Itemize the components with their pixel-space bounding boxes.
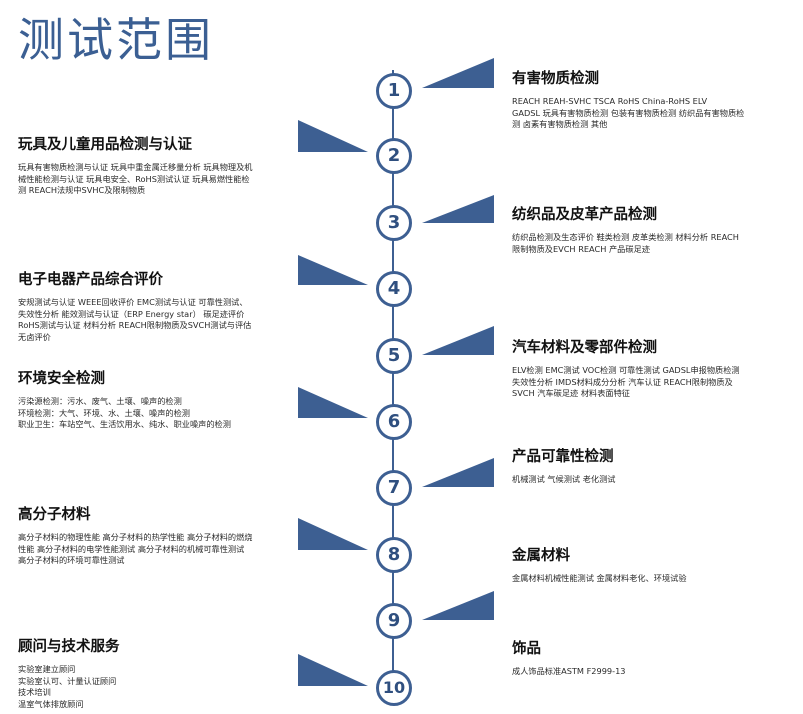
page-title: 测试范围 bbox=[18, 13, 214, 67]
step-number-3: 3 bbox=[376, 205, 412, 241]
section-title: 有害物质检测 bbox=[512, 71, 599, 87]
wedge-2 bbox=[298, 120, 368, 152]
section-title: 玩具及儿童用品检测与认证 bbox=[18, 137, 192, 153]
step-number-5: 5 bbox=[376, 338, 412, 374]
wedge-8 bbox=[298, 518, 368, 550]
step-number-7: 7 bbox=[376, 470, 412, 506]
section-consulting: 顾问与技术服务 实验室建立顾问 实验室认可、计量认证顾问 技术培训 温室气体排放… bbox=[18, 638, 308, 710]
step-number-8: 8 bbox=[376, 537, 412, 573]
section-body: ELV检测 EMC测试 VOC检测 可靠性测试 GADSL申报物质检测 失效性分… bbox=[512, 365, 740, 398]
section-body: 纺织品检测及生态评价 鞋类检测 皮革类检测 材料分析 REACH 限制物质及EV… bbox=[512, 232, 739, 254]
wedge-1 bbox=[422, 58, 494, 88]
step-number-10: 10 bbox=[376, 670, 412, 706]
wedge-7 bbox=[422, 458, 494, 487]
section-textile-leather: 纺织品及皮革产品检测 纺织品检测及生态评价 鞋类检测 皮革类检测 材料分析 RE… bbox=[512, 206, 797, 255]
step-number-6: 6 bbox=[376, 404, 412, 440]
wedge-3 bbox=[422, 195, 494, 223]
step-number-1: 1 bbox=[376, 73, 412, 109]
section-toys-children: 玩具及儿童用品检测与认证 玩具有害物质检测与认证 玩具中重金属迁移量分析 玩具物… bbox=[18, 136, 308, 197]
section-metal-materials: 金属材料 金属材料机械性能测试 金属材料老化、环境试验 bbox=[512, 547, 797, 585]
section-title: 高分子材料 bbox=[18, 507, 91, 523]
wedge-6 bbox=[298, 387, 368, 418]
wedge-10 bbox=[298, 654, 368, 686]
section-body: 玩具有害物质检测与认证 玩具中重金属迁移量分析 玩具物理及机 械性能检测与认证 … bbox=[18, 162, 253, 195]
section-environment: 环境安全检测 污染源检测：污水、废气、土壤、噪声的检测 环境检测：大气、环境、水… bbox=[18, 370, 308, 431]
section-title: 环境安全检测 bbox=[18, 371, 105, 387]
step-number-4: 4 bbox=[376, 271, 412, 307]
section-title: 电子电器产品综合评价 bbox=[18, 272, 163, 288]
section-electronics: 电子电器产品综合评价 安规测试与认证 WEEE回收评价 EMC测试与认证 可靠性… bbox=[18, 271, 308, 343]
wedge-4 bbox=[298, 255, 368, 285]
step-number-2: 2 bbox=[376, 138, 412, 174]
section-jewelry: 饰品 成人饰品标准ASTM F2999-13 bbox=[512, 640, 797, 678]
section-title: 产品可靠性检测 bbox=[512, 449, 614, 465]
step-number-9: 9 bbox=[376, 603, 412, 639]
section-polymer-materials: 高分子材料 高分子材料的物理性能 高分子材料的热学性能 高分子材料的燃烧 性能 … bbox=[18, 506, 308, 567]
section-hazardous-substances: 有害物质检测 REACH REAH-SVHC TSCA RoHS China-R… bbox=[512, 70, 797, 131]
section-title: 金属材料 bbox=[512, 548, 570, 564]
section-body: 污染源检测：污水、废气、土壤、噪声的检测 环境检测：大气、环境、水、土壤、噪声的… bbox=[18, 396, 231, 429]
wedge-9 bbox=[422, 591, 494, 620]
section-title: 纺织品及皮革产品检测 bbox=[512, 207, 657, 223]
section-title: 顾问与技术服务 bbox=[18, 639, 120, 655]
section-body: 安规测试与认证 WEEE回收评价 EMC测试与认证 可靠性测试、 失效性分析 能… bbox=[18, 297, 252, 342]
section-body: 成人饰品标准ASTM F2999-13 bbox=[512, 666, 626, 676]
section-body: 高分子材料的物理性能 高分子材料的热学性能 高分子材料的燃烧 性能 高分子材料的… bbox=[18, 532, 253, 565]
section-body: REACH REAH-SVHC TSCA RoHS China-RoHS ELV… bbox=[512, 96, 745, 129]
section-automotive: 汽车材料及零部件检测 ELV检测 EMC测试 VOC检测 可靠性测试 GADSL… bbox=[512, 339, 797, 400]
section-title: 汽车材料及零部件检测 bbox=[512, 340, 657, 356]
section-title: 饰品 bbox=[512, 641, 541, 657]
section-reliability: 产品可靠性检测 机械测试 气候测试 老化测试 bbox=[512, 448, 797, 486]
section-body: 实验室建立顾问 实验室认可、计量认证顾问 技术培训 温室气体排放顾问 bbox=[18, 664, 117, 709]
wedge-5 bbox=[422, 326, 494, 355]
section-body: 金属材料机械性能测试 金属材料老化、环境试验 bbox=[512, 573, 687, 583]
section-body: 机械测试 气候测试 老化测试 bbox=[512, 474, 616, 484]
